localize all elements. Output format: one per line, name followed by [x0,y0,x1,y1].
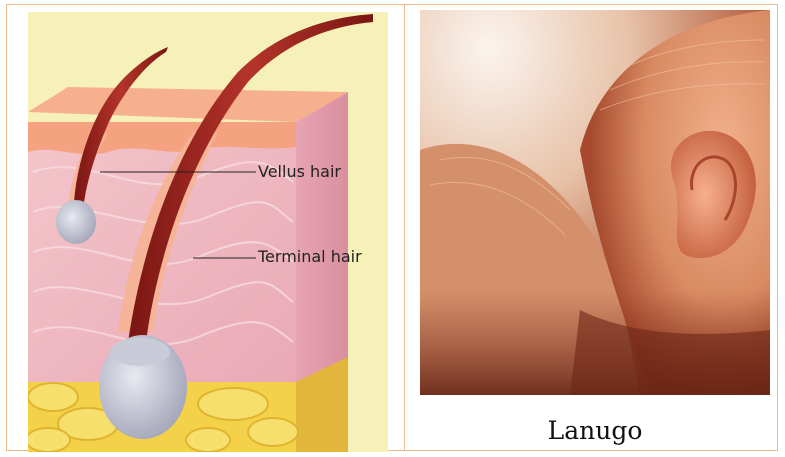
terminal-hair-label: Terminal hair [258,247,362,266]
panel-divider [404,4,405,451]
vellus-hair-label: Vellus hair [258,162,341,181]
hair-cross-section-illustration [28,12,388,452]
lanugo-caption: Lanugo [420,416,770,445]
newborn-photo [420,10,770,395]
